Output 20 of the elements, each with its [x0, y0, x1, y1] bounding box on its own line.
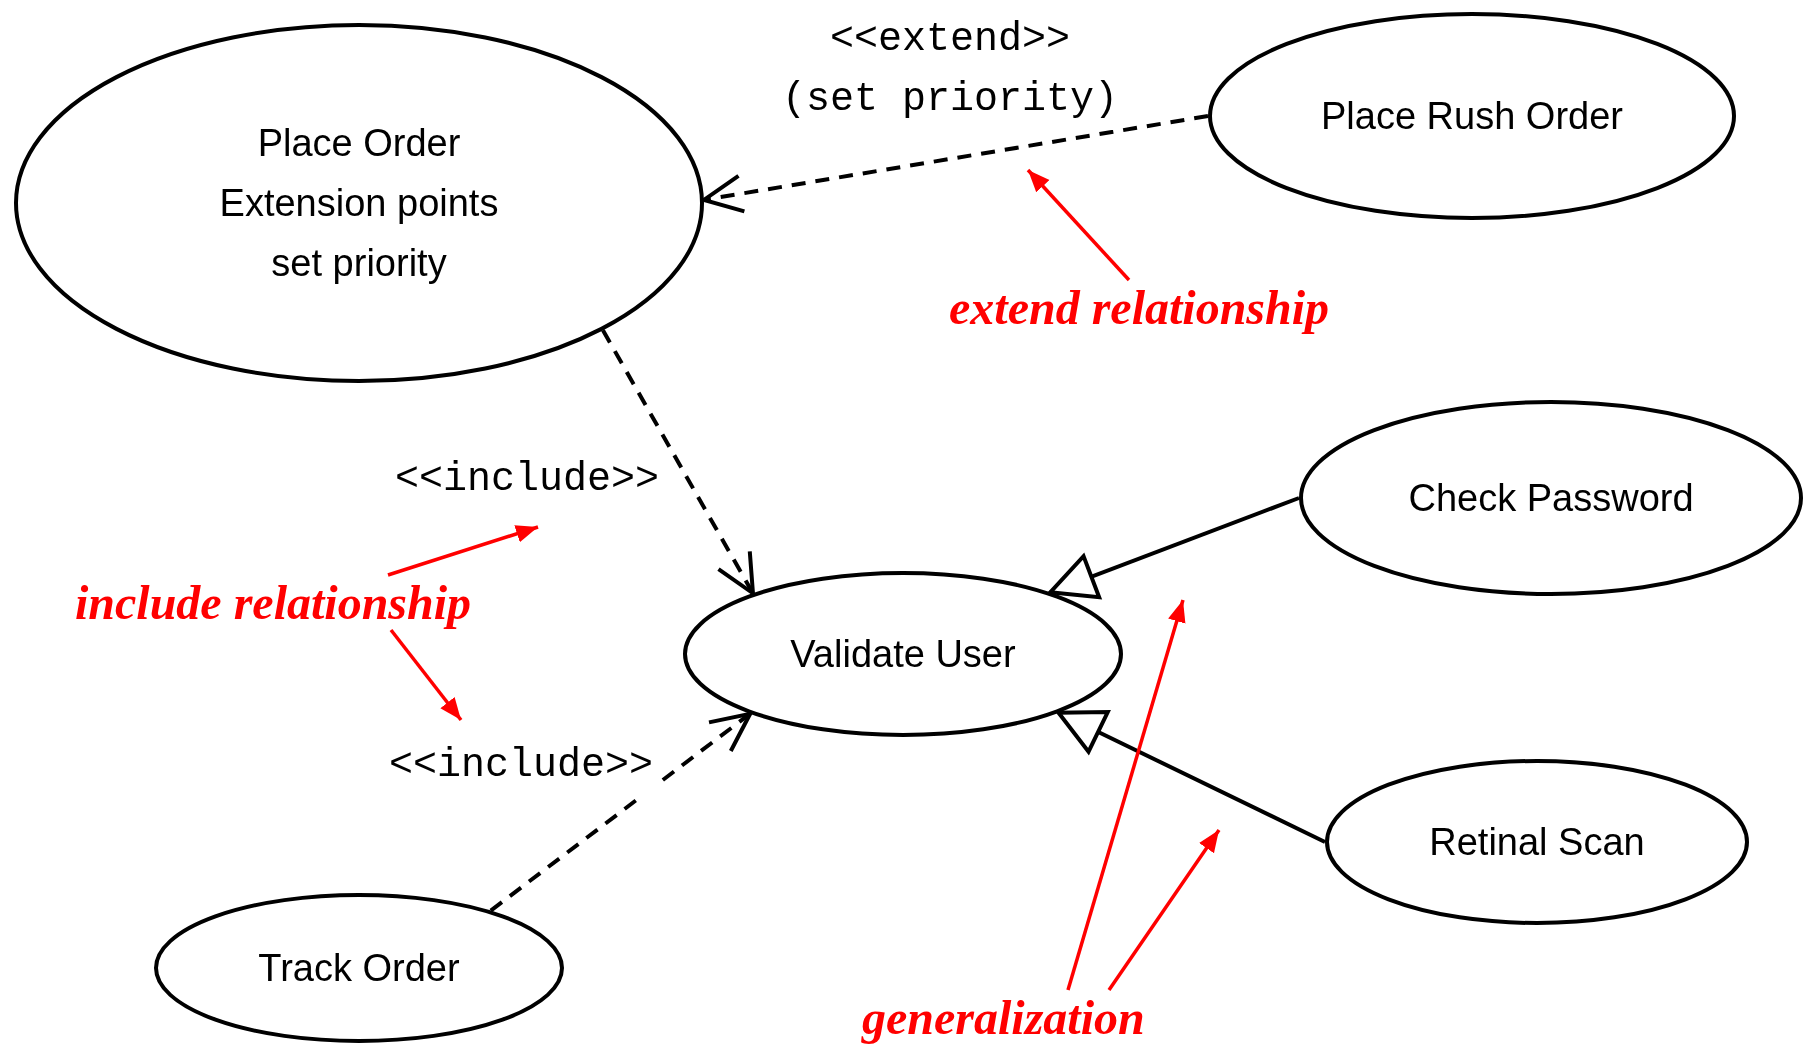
- leader-line: [1107, 829, 1221, 991]
- use-case-name: Check Password: [1408, 476, 1694, 521]
- use-case-name: Track Order: [258, 946, 460, 991]
- use-case-name: Validate User: [790, 632, 1016, 677]
- extension-points-heading: Extension points: [219, 181, 499, 226]
- dependency-arrow: [489, 711, 753, 913]
- use-case-name: Place Rush Order: [1321, 94, 1623, 139]
- leader-line: [387, 525, 539, 577]
- use-case-name: Retinal Scan: [1429, 820, 1645, 865]
- annotation-text: generalization: [862, 990, 1145, 1045]
- leader-line: [1026, 168, 1131, 282]
- extension-point-name: set priority: [271, 241, 447, 286]
- leader-line: [389, 628, 463, 722]
- annotation-text: include relationship: [75, 575, 472, 630]
- use-case-name: Place Order: [257, 121, 461, 166]
- generalization-arrow: [1056, 710, 1326, 844]
- dependency-arrow: [601, 329, 755, 596]
- generalization-arrow: [1048, 496, 1300, 600]
- leader-line: [1066, 599, 1186, 991]
- annotation-text: extend relationship: [949, 280, 1330, 335]
